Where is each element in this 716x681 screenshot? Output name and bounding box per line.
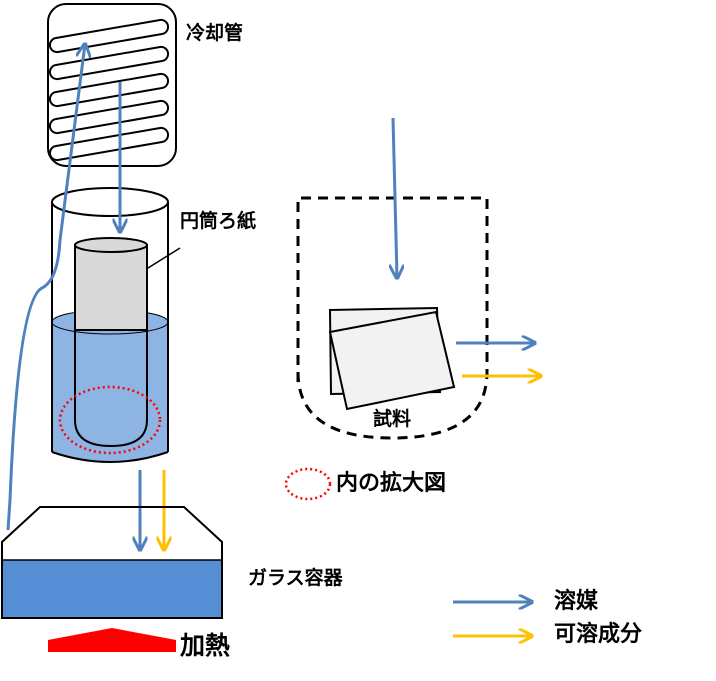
vessel-label: ガラス容器 — [248, 567, 343, 589]
legend-solvent-label: 溶媒 — [554, 589, 599, 614]
magnify-circle — [58, 385, 162, 455]
magnified-view-label: 内の拡大図 — [336, 471, 447, 496]
condenser — [47, 3, 177, 167]
magnify-legend-circle — [284, 467, 332, 501]
vapor-arrow — [6, 44, 85, 531]
heat-arrow — [48, 628, 176, 652]
sample-label: 試料 — [373, 408, 412, 430]
glass-vessel — [1, 506, 223, 619]
thimble-pointer — [147, 247, 181, 269]
condenser-label: 冷却管 — [186, 22, 244, 44]
heat-label: 加熱 — [180, 631, 231, 660]
magnified-view-outline — [296, 196, 489, 440]
thimble — [74, 237, 148, 448]
sample-solvent-arrow — [393, 117, 397, 278]
sample-papers — [328, 306, 456, 411]
thimble-label: 円筒ろ紙 — [180, 210, 257, 232]
legend-soluble-label: 可溶成分 — [554, 622, 643, 647]
